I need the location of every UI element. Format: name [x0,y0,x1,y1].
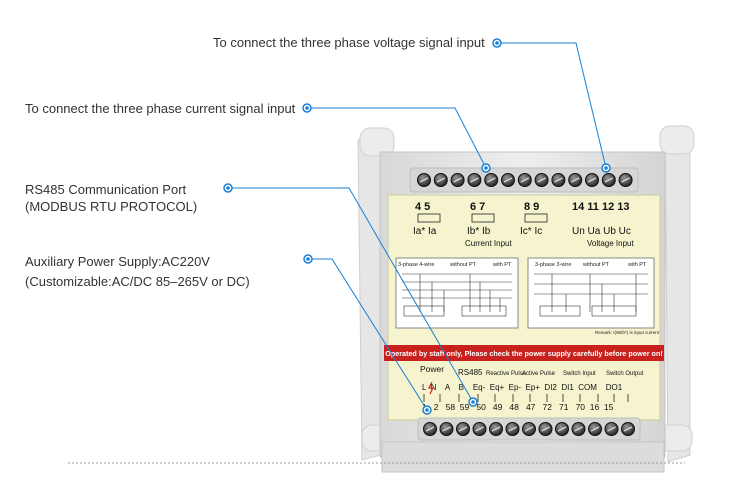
bottom-screw-slot [425,426,435,432]
term-group-b-numbers: 6 7 [470,201,485,213]
top-screw-slot [537,177,546,183]
bottom-screw-slot [541,426,550,432]
term-group-c-numbers: 8 9 [524,201,539,213]
callout-rs485: RS485 Communication Port (MODBUS RTU PRO… [25,181,245,215]
bottom-terminal-markers [423,394,629,402]
leader-aux-power [308,258,428,411]
diagram-3wire-no-pt: without PT [582,262,610,268]
wiring-diagram-4wire [395,257,519,329]
term-group-b-labels: Ib* Ib [467,226,491,237]
switch-output-label: Switch Output [606,371,644,377]
term-group-a-numbers: 4 5 [415,201,430,213]
warning-bar [384,345,664,361]
leader-current [307,107,487,169]
top-screw-slot [419,177,429,183]
bottom-screw-slot [491,426,501,432]
top-screw-slot [470,177,479,183]
bottom-screw-slot [508,426,517,432]
diagram-3wire-title: 3-phase 3-wire [535,262,571,268]
power-label: Power [420,364,444,374]
callout-current: To connect the three phase current signa… [25,100,310,117]
callout-current-text: To connect the three phase current signa… [25,101,296,116]
top-screw-slot [503,177,513,183]
leader-rs485 [228,187,474,403]
voltage-term-labels: Un Ua Ub Uc [572,226,631,237]
top-screw-slot [604,177,614,183]
callout-aux-range: (Customizable:AC/DC 85–265V or DC) [25,274,250,289]
leader-voltage [497,42,607,169]
top-terminal-screws [417,173,633,187]
top-screw-slot [486,177,496,183]
power-bolt-icon [428,381,434,395]
bottom-screw-slot [607,426,616,432]
reactive-pulse-label: Reactive Pulse [486,371,527,377]
diagram-4wire-title: 3-phase 4-wire [398,262,434,268]
bottom-screw-slot [458,426,468,432]
top-screw-slot [520,177,530,183]
leader-dots [223,38,611,415]
callout-aux-power: Auxiliary Power Supply:AC220V (Customiza… [25,252,315,292]
callout-rs485-title: RS485 Communication Port [25,182,187,197]
diagram-4wire-no-pt: without PT [449,262,477,268]
bottom-screw-slot [524,426,534,432]
voltage-input-label: Voltage Input [587,239,634,248]
rs485-label: RS485 [458,368,483,377]
leader-lines [228,42,607,411]
top-screw-slot [554,177,563,183]
current-input-label: Current Input [465,239,512,248]
bottom-screw-slot [623,426,633,432]
bottom-screw-slot [442,426,451,432]
ct-symbols [417,213,548,223]
term-group-c-labels: Ic* Ic [520,226,542,237]
voltage-term-numbers: 14 11 12 13 [572,201,630,213]
switch-input-label: Switch Input [563,371,596,377]
wiring-lines [402,273,648,317]
callout-voltage-text: To connect the three phase voltage signa… [213,35,485,50]
wiring-diagram-3wire [527,257,655,329]
bottom-screw-slot [574,426,583,432]
bottom-screw-slot [557,426,567,432]
callout-aux-title: Auxiliary Power Supply:AC220V [25,254,210,269]
bottom-terminal-numbers: 1 2 58 59 50 49 48 47 72 71 70 16 15 [422,402,614,412]
active-pulse-label: Active Pulse [522,371,556,377]
bottom-terminal-names: L N A B Eq- Eq+ Ep- Ep+ DI2 DI1 COM DO1 [422,383,623,392]
top-screw-slot [453,177,462,183]
top-screw-slot [436,177,446,183]
diagram-remark: Remark: I(With*) is input current [595,330,660,335]
term-group-a-labels: Ia* Ia [413,226,437,237]
top-screw-slot [570,177,580,183]
bottom-screw-slot [475,426,484,432]
warning-text: Operated by staff only, Please check the… [385,349,662,358]
diagram-3wire-with-pt: with PT [627,262,647,268]
bottom-terminal-screws [423,422,635,436]
callout-rs485-protocol: (MODBUS RTU PROTOCOL) [25,199,198,214]
top-screw-slot [587,177,597,183]
callout-voltage: To connect the three phase voltage signa… [213,34,498,51]
bottom-screw-slot [590,426,600,432]
diagram-4wire-with-pt: with PT [492,262,512,268]
top-screw-slot [621,177,630,183]
housing-bottom-rail [381,441,665,473]
